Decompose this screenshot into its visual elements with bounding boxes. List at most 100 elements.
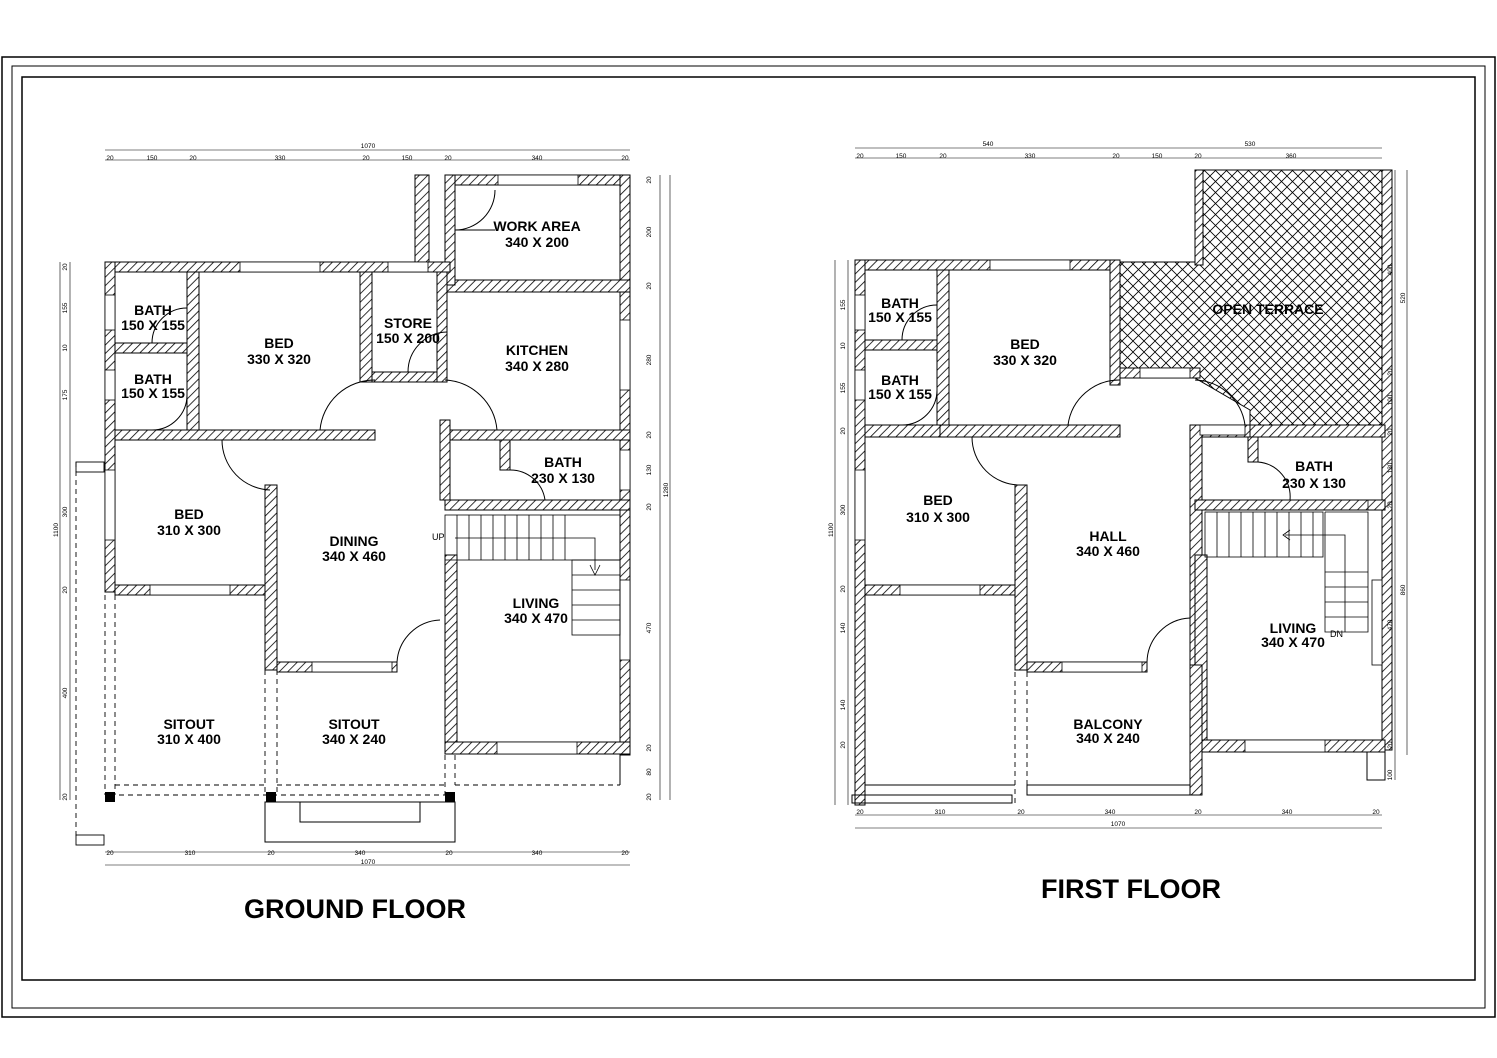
- room-label: STORE: [384, 315, 432, 331]
- room-label: BATH: [881, 295, 919, 311]
- ground-floor-windows: [104, 174, 631, 755]
- dim-seg: 20: [856, 153, 864, 160]
- dim-seg: 360: [1286, 153, 1297, 160]
- first-floor-dimension-text: 540 530 20 150 20 330 20 150 20 360 20 3…: [828, 141, 1407, 828]
- ground-floor-columns: [105, 792, 455, 802]
- dim-seg: 20: [1194, 809, 1202, 816]
- room-label: DINING: [330, 533, 379, 549]
- dim-seg: 20: [1372, 809, 1380, 816]
- room-size: 150 X 155: [868, 309, 932, 325]
- dim-seg: 20: [1017, 809, 1025, 816]
- room-size: 340 X 470: [1261, 634, 1325, 650]
- dim-seg: 100: [1387, 769, 1394, 780]
- dim-seg: 20: [267, 850, 275, 857]
- dim-seg: 80: [646, 768, 653, 776]
- dim-seg: 20: [1387, 368, 1394, 376]
- room-label: KITCHEN: [506, 342, 568, 358]
- room-size: 340 X 460: [1076, 543, 1140, 559]
- room-label: SITOUT: [328, 716, 380, 732]
- dim-seg: 20: [1387, 428, 1394, 436]
- first-floor-staircase: [1204, 500, 1369, 633]
- dim-seg: 10: [62, 344, 69, 352]
- room-label: HALL: [1089, 528, 1127, 544]
- room-size: 150 X 200: [376, 330, 440, 346]
- room-label: BATH: [544, 454, 582, 470]
- room-size: 340 X 280: [505, 358, 569, 374]
- dim-seg: 140: [840, 699, 847, 710]
- dim-total: 520: [1400, 292, 1407, 303]
- terrace-label: OPEN TERRACE: [1212, 301, 1323, 317]
- dim-seg: 330: [1025, 153, 1036, 160]
- dim-seg: 175: [62, 389, 69, 400]
- dim-seg: 300: [840, 504, 847, 515]
- room-label: BED: [174, 506, 204, 522]
- dim-seg: 310: [185, 850, 196, 857]
- dim-seg: 340: [355, 850, 366, 857]
- room-label: LIVING: [1270, 620, 1317, 636]
- dim-seg: 20: [646, 282, 653, 290]
- dim-seg: 20: [621, 155, 629, 162]
- dim-seg: 20: [646, 503, 653, 511]
- dim-seg: 200: [646, 226, 653, 237]
- room-label: BATH: [134, 371, 172, 387]
- dim-seg: 130: [646, 464, 653, 475]
- dim-seg: 20: [62, 586, 69, 594]
- ground-floor-title: GROUND FLOOR: [244, 894, 466, 924]
- room-label: BED: [264, 335, 294, 351]
- room-size: 150 X 155: [868, 386, 932, 402]
- dim-seg: 470: [646, 622, 653, 633]
- room-size: 310 X 300: [157, 522, 221, 538]
- dim-seg: 20: [856, 809, 864, 816]
- dim-seg: 20: [646, 793, 653, 801]
- room-label: SITOUT: [163, 716, 215, 732]
- dim-total: 1070: [361, 859, 376, 866]
- room-size: 340 X 240: [1076, 730, 1140, 746]
- dim-seg: 155: [840, 299, 847, 310]
- dim-seg: 10: [840, 342, 847, 350]
- first-floor-room-labels: BATH 150 X 155 BED 330 X 320 OPEN TERRAC…: [868, 295, 1346, 746]
- dim-seg: 20: [939, 153, 947, 160]
- room-size: 330 X 320: [993, 352, 1057, 368]
- dim-seg: 340: [532, 850, 543, 857]
- dim-seg: 20: [840, 427, 847, 435]
- dim-group: 530: [1245, 141, 1256, 148]
- first-floor-windows: [854, 259, 1383, 753]
- ground-floor-plan: WORK AREA 340 X 200 BATH 150 X 155 BED 3…: [53, 143, 671, 924]
- dim-seg: 280: [646, 354, 653, 365]
- first-floor-dashed-lines: [1014, 672, 1028, 805]
- dim-seg: 20: [445, 850, 453, 857]
- dim-seg: 20: [621, 850, 629, 857]
- dim-seg: 20: [840, 741, 847, 749]
- room-label: BALCONY: [1073, 716, 1143, 732]
- sheet-frame: [21, 76, 1476, 981]
- ground-floor-sitout: [104, 595, 620, 796]
- dim-seg: 20: [840, 585, 847, 593]
- dim-seg: 150: [147, 155, 158, 162]
- first-floor-dimension-lines: [834, 147, 1408, 829]
- dim-seg: 150: [896, 153, 907, 160]
- room-label: BED: [1010, 336, 1040, 352]
- dim-seg: 100: [1387, 394, 1394, 405]
- dim-total: 1100: [828, 523, 835, 537]
- room-size: 340 X 200: [505, 234, 569, 250]
- ground-floor-room-labels: WORK AREA 340 X 200 BATH 150 X 155 BED 3…: [121, 218, 595, 747]
- dim-seg: 20: [106, 155, 114, 162]
- dim-seg: 150: [1152, 153, 1163, 160]
- room-size: 230 X 130: [531, 470, 595, 486]
- room-label: BATH: [134, 302, 172, 318]
- dim-seg: 20: [62, 263, 69, 271]
- room-size: 340 X 240: [322, 731, 386, 747]
- room-size: 150 X 155: [121, 317, 185, 333]
- room-size: 330 X 320: [247, 351, 311, 367]
- dim-group: 540: [983, 141, 994, 148]
- room-label: BATH: [881, 372, 919, 388]
- dim-seg: 20: [189, 155, 197, 162]
- stair-up-label: UP: [432, 532, 445, 542]
- dim-seg: 20: [1387, 741, 1394, 749]
- room-size: 340 X 460: [322, 548, 386, 564]
- first-floor-plan: BATH 150 X 155 BED 330 X 320 OPEN TERRAC…: [828, 141, 1408, 904]
- dim-seg: 140: [840, 622, 847, 633]
- dim-seg: 300: [62, 506, 69, 517]
- ground-floor-entry-steps: [264, 755, 621, 843]
- sheet-outer-border: [1, 56, 1496, 1018]
